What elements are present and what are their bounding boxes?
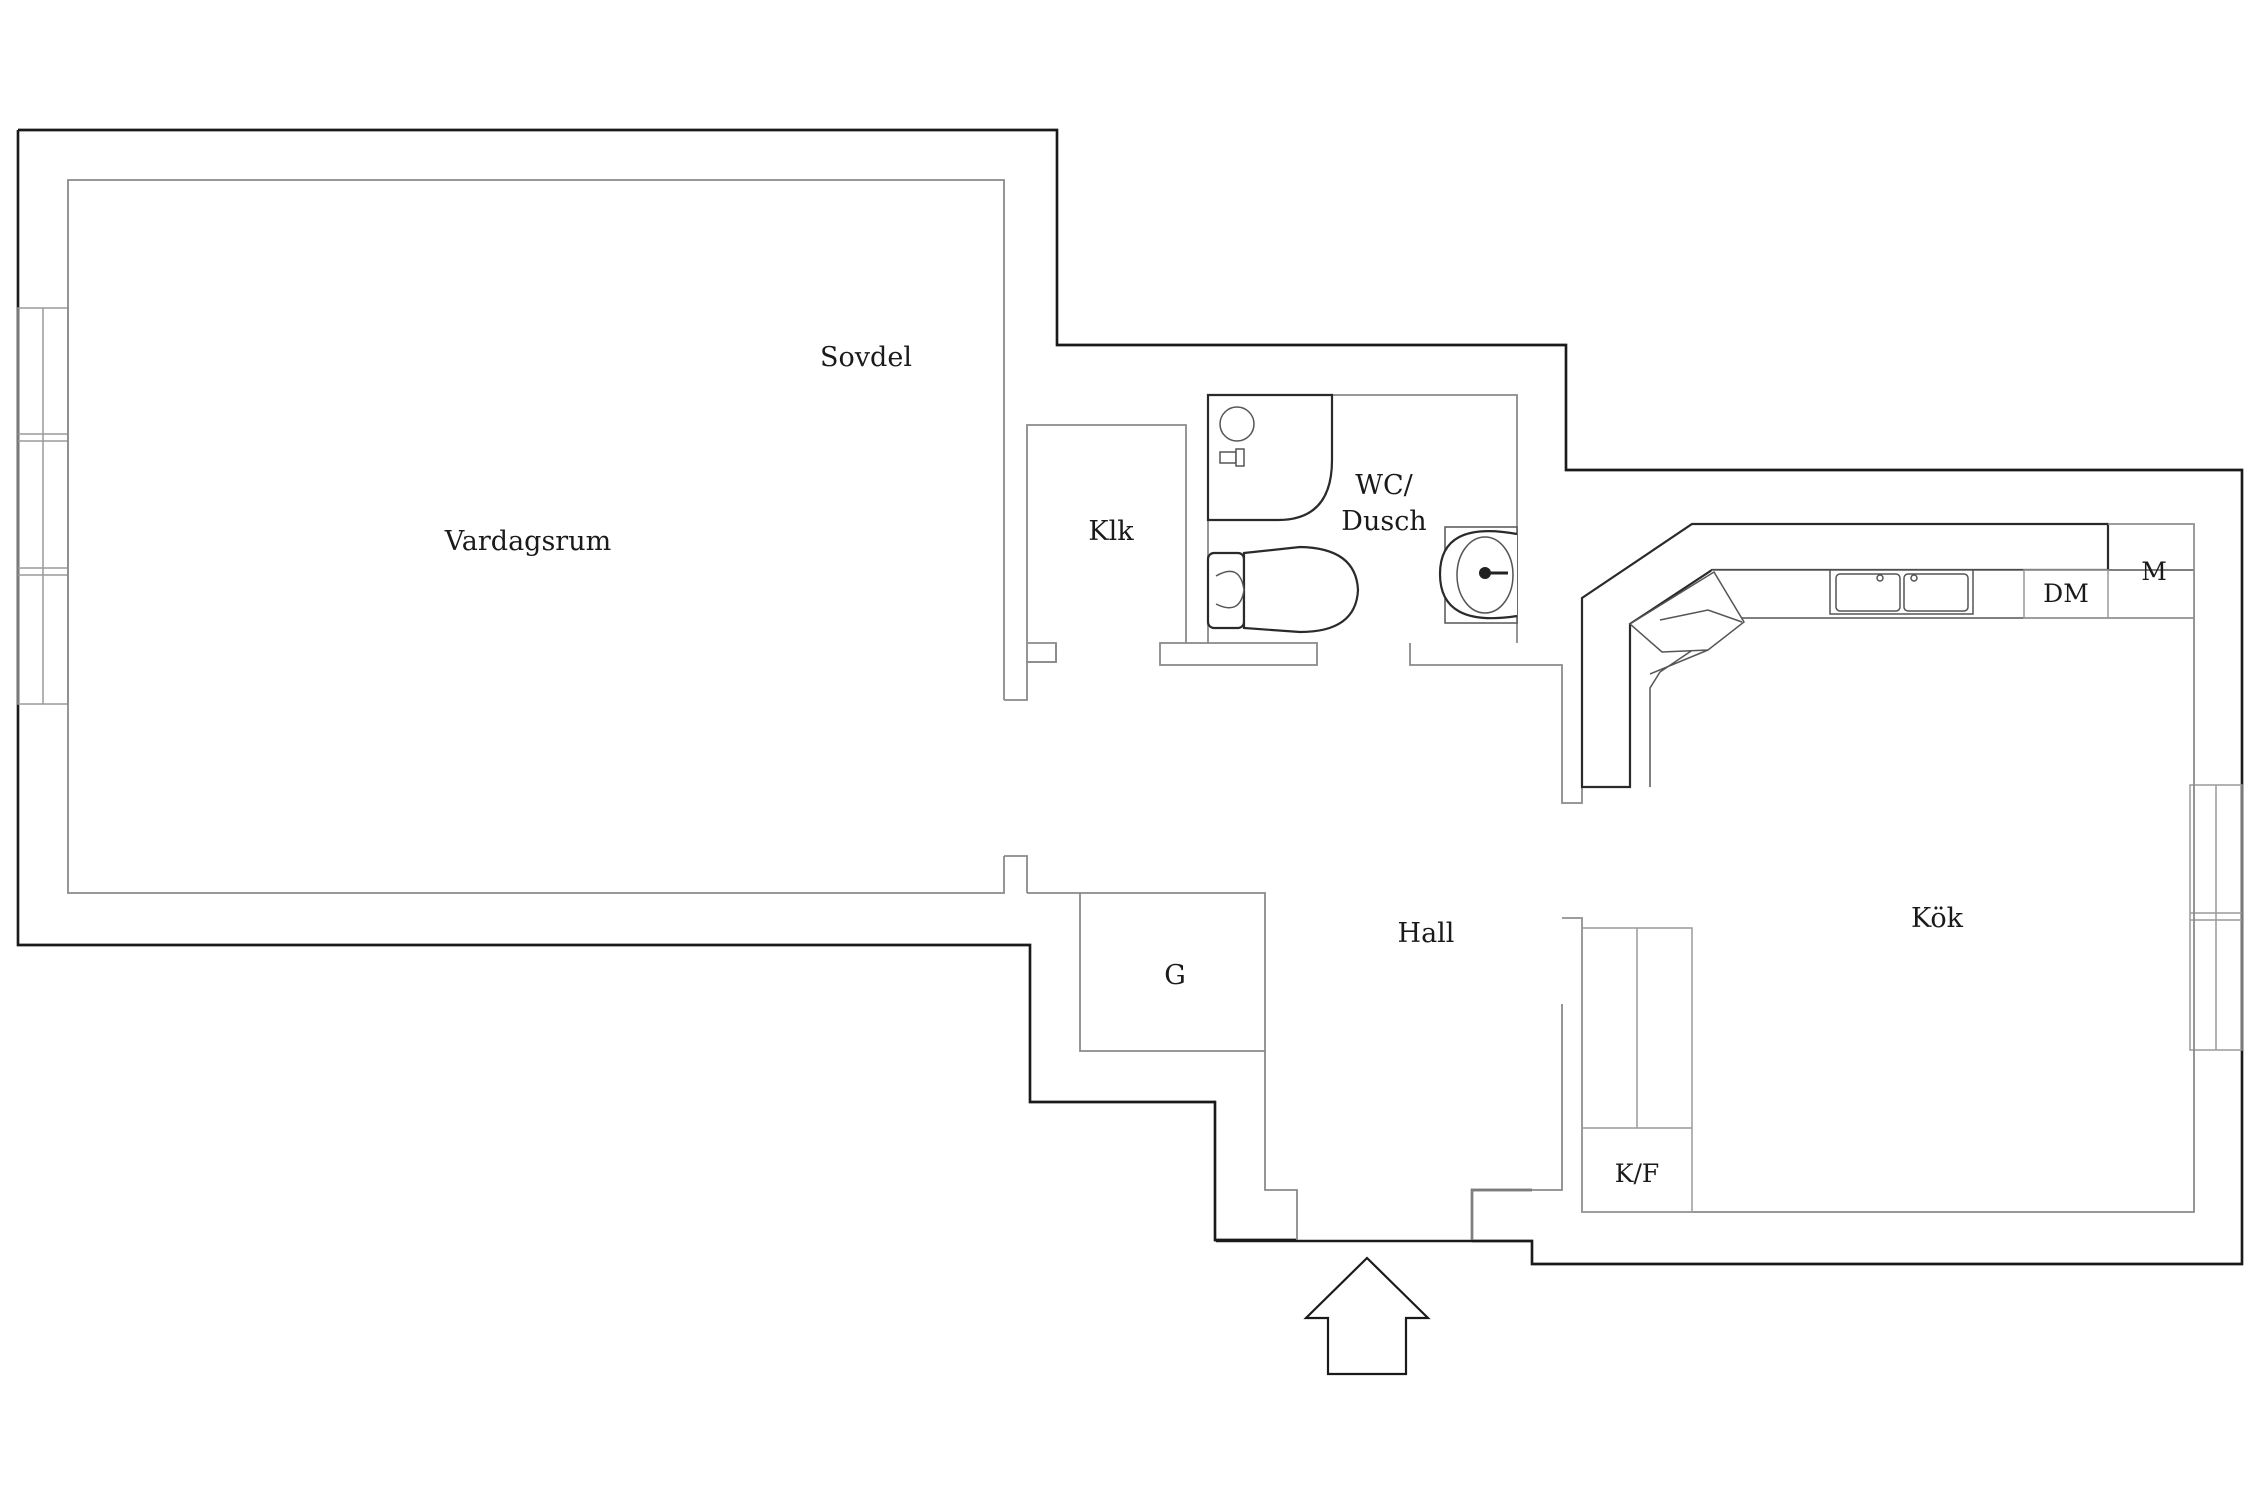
klk-wall (1026, 424, 1187, 662)
window-right (2189, 784, 2243, 1051)
wc-jamb-left (1159, 642, 1318, 666)
outer-wall-main (18, 128, 2244, 1266)
appliance-label-dm: DM (2043, 579, 2089, 608)
kitchen-sink-icon (1829, 569, 1974, 615)
outer-wall (16, 128, 2244, 1266)
klk-jamb (1027, 642, 1057, 663)
kitchen-cabinets-lower (1562, 917, 1693, 1213)
hall-right-wall (1471, 1004, 1563, 1240)
shower-tap-icon (1219, 448, 1245, 467)
room-label-kok: Kök (1911, 903, 1964, 934)
appliance-label-kf: K/F (1615, 1159, 1659, 1188)
room-label-wc: WC/ (1355, 470, 1413, 501)
window-left (17, 307, 69, 705)
outer-wall-lower (16, 130, 1297, 1242)
vardagsrum-inner-wall (67, 179, 1005, 894)
shower-drain (1219, 406, 1255, 442)
m-box (2108, 523, 2195, 619)
g-closet-wall (1027, 892, 1266, 1052)
room-label-klk: Klk (1088, 516, 1134, 547)
appliance-label-m: M (2141, 557, 2167, 586)
living-door-jamb-top (1004, 643, 1057, 701)
room-label-dusch: Dusch (1341, 506, 1426, 537)
hall-left-wall (1264, 1051, 1298, 1240)
living-door-jamb-bottom (1004, 855, 1028, 893)
kitchen-counter (1580, 522, 2195, 789)
room-label-hall: Hall (1398, 918, 1455, 949)
wc-jamb-right (1409, 643, 1583, 804)
entrance-arrow-icon (1303, 1256, 1431, 1376)
washbasin-icon (1438, 526, 1518, 624)
room-label-vardagsrum: Vardagsrum (444, 526, 611, 557)
toilet-icon (1206, 545, 1360, 634)
dm-box (2023, 569, 2109, 619)
room-label-g: G (1164, 960, 1186, 991)
room-label-sovdel: Sovdel (820, 342, 912, 373)
